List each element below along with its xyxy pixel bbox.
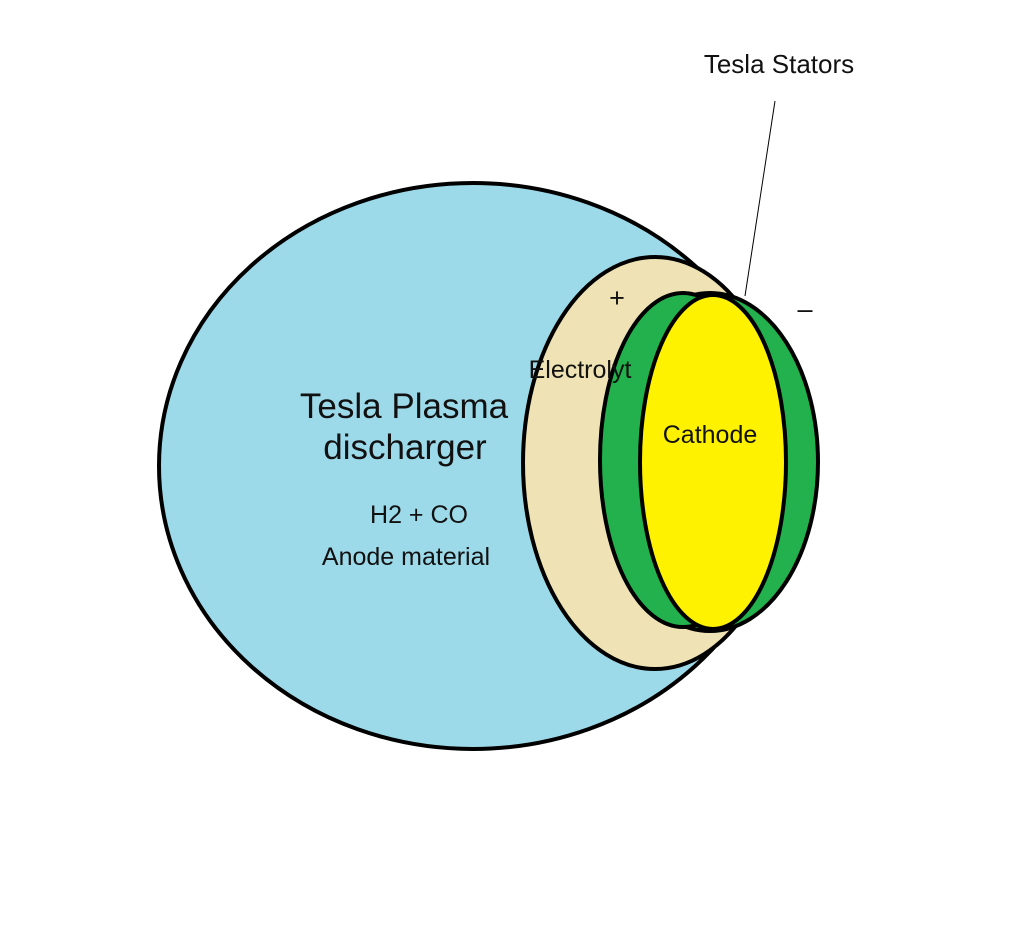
- anode-label: Anode material: [322, 543, 490, 571]
- plasma-title-line1: Tesla Plasma: [300, 387, 509, 426]
- electrolyte-label: Electrolyt: [529, 356, 632, 384]
- gas-label: H2 + CO: [370, 501, 468, 529]
- plasma-title-line2: discharger: [323, 428, 487, 467]
- cathode-region: [638, 293, 788, 631]
- stators-leader-line: [744, 100, 776, 297]
- cathode-label: Cathode: [663, 421, 758, 449]
- stators-label: Tesla Stators: [704, 49, 854, 79]
- plus-sign: +: [609, 283, 625, 313]
- minus-sign: –: [797, 294, 812, 324]
